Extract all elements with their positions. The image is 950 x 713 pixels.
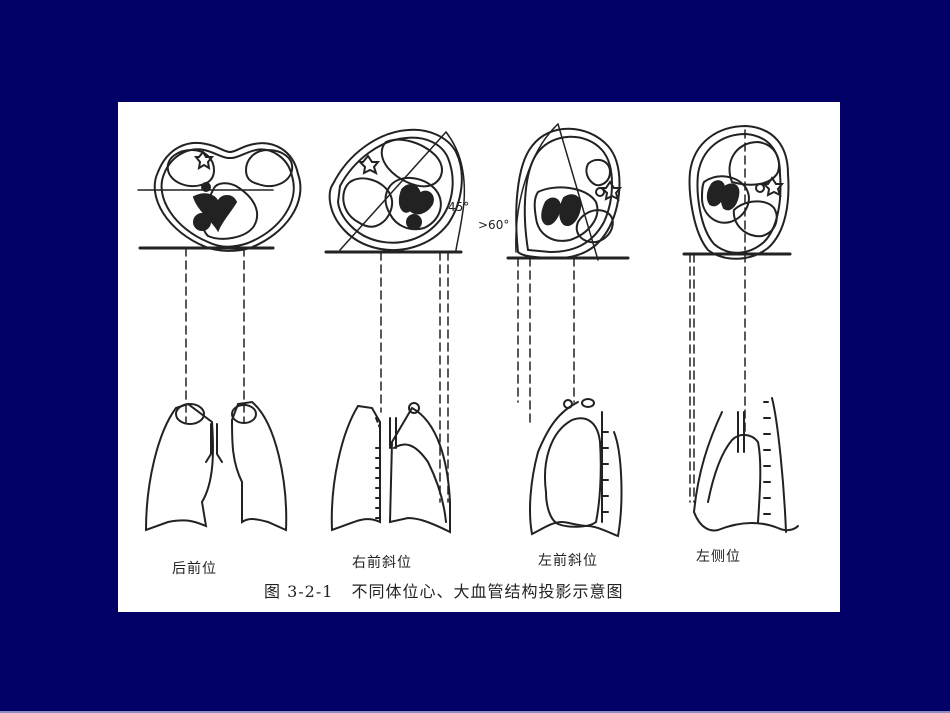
caption-number: 图 3-2-1 — [264, 582, 334, 601]
view-label-rao: 右前斜位 — [352, 555, 412, 571]
view-label-lao: 左前斜位 — [538, 553, 598, 569]
figure-panel: 45° >60° 后前位 右前斜位 左前斜位 左侧位 图 3-2-1 不同体位心、… — [118, 102, 840, 612]
projection-lines — [185, 247, 746, 503]
caption-text: 不同体位心、大血管结构投影示意图 — [351, 582, 624, 601]
pa-cross-section — [137, 142, 302, 252]
pa-chest-outline — [144, 400, 288, 532]
angle-label-60: >60° — [478, 218, 510, 232]
lao-cross-section — [506, 123, 630, 261]
view-label-pa: 后前位 — [172, 561, 217, 577]
rao-cross-section — [324, 128, 466, 254]
heart-projection-diagram — [137, 123, 799, 538]
lateral-chest-outline — [693, 397, 799, 533]
view-label-lateral: 左侧位 — [696, 549, 741, 565]
rao-chest-outline — [330, 402, 451, 534]
slide-bottom-border — [0, 711, 950, 713]
lao-chest-outline — [529, 398, 623, 538]
lateral-cross-section — [682, 124, 792, 260]
angle-label-45: 45° — [448, 200, 470, 214]
figure-caption: 图 3-2-1 不同体位心、大血管结构投影示意图 — [264, 578, 623, 602]
